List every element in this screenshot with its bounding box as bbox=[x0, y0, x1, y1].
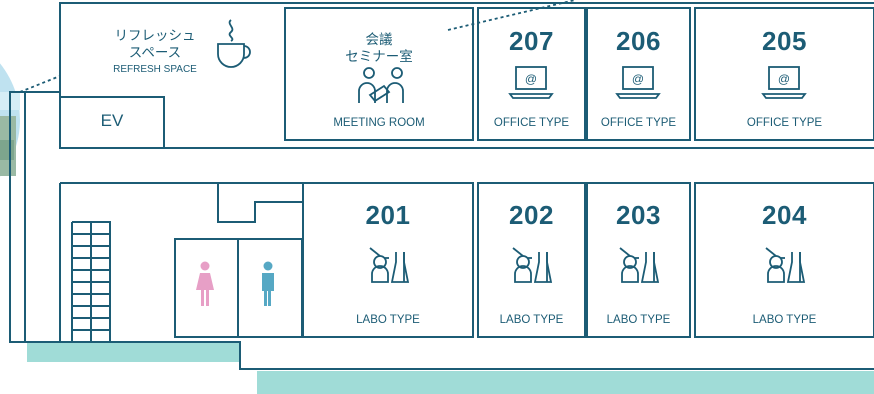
female-restroom-icon bbox=[196, 261, 214, 306]
scientist-lab-icon bbox=[512, 247, 553, 283]
office-207 bbox=[477, 7, 586, 141]
ev-label: EV bbox=[100, 111, 124, 130]
lab-201-number: 201 bbox=[365, 200, 411, 230]
lab-icon-stroke bbox=[786, 252, 806, 283]
lab-icon-stroke bbox=[514, 265, 532, 283]
office-206 bbox=[586, 7, 691, 141]
meeting-jp-line1: 会議 bbox=[365, 32, 393, 47]
lab-204-type: LABO TYPE bbox=[752, 314, 817, 326]
meeting-people-icon bbox=[358, 67, 404, 103]
scientist-lab-icon bbox=[765, 247, 806, 283]
refresh-space-jp-line2: スペース bbox=[128, 45, 182, 60]
scientist-lab-icon bbox=[619, 247, 660, 283]
photo-pointer-left bbox=[19, 75, 61, 93]
refresh-space-en: REFRESH SPACE bbox=[113, 64, 197, 75]
shadow-band-left bbox=[27, 343, 240, 362]
meeting-room-en: MEETING ROOM bbox=[333, 117, 425, 129]
corridor-south-wall bbox=[60, 182, 304, 223]
lab-icon-stroke bbox=[765, 247, 777, 257]
office-206-number: 206 bbox=[616, 26, 661, 56]
lab-icon-stroke bbox=[767, 265, 785, 283]
lab-icon-stroke bbox=[512, 247, 524, 257]
laptop-icon: @ bbox=[508, 66, 554, 99]
staircase bbox=[71, 221, 111, 342]
lab-icon-stroke bbox=[640, 252, 660, 283]
office-207-number: 207 bbox=[509, 26, 554, 56]
lab-203-number: 203 bbox=[616, 200, 661, 230]
office-205-type: OFFICE TYPE bbox=[746, 117, 823, 129]
lab-203-type: LABO TYPE bbox=[606, 314, 671, 326]
meeting-room-title: 会議 セミナー室 bbox=[329, 31, 429, 65]
laptop-icon: @ bbox=[615, 66, 661, 99]
lab-icon-stroke bbox=[533, 252, 553, 283]
lab-icon-stroke bbox=[371, 265, 389, 283]
lab-202-number: 202 bbox=[509, 200, 554, 230]
lab-204-number: 204 bbox=[762, 200, 807, 230]
lab-icon-stroke bbox=[621, 265, 639, 283]
office-206-type: OFFICE TYPE bbox=[600, 117, 677, 129]
svg-text:@: @ bbox=[632, 72, 644, 86]
meeting-room bbox=[284, 7, 474, 141]
lab-icon-stroke bbox=[369, 247, 381, 257]
laptop-icon: @ bbox=[761, 66, 807, 99]
stair-shaft bbox=[24, 92, 61, 342]
lab-icon-stroke bbox=[390, 252, 410, 283]
office-205 bbox=[694, 7, 874, 141]
lab-icon-stroke bbox=[619, 247, 631, 257]
meeting-jp-line2: セミナー室 bbox=[345, 49, 413, 64]
male-restroom-icon bbox=[262, 261, 274, 306]
lab-203 bbox=[586, 182, 691, 338]
scientist-lab-icon bbox=[369, 247, 410, 283]
lab-202-type: LABO TYPE bbox=[499, 314, 564, 326]
svg-text:@: @ bbox=[778, 72, 790, 86]
building-outline bbox=[9, 2, 874, 370]
svg-text:@: @ bbox=[525, 72, 537, 86]
office-205-number: 205 bbox=[762, 26, 807, 56]
lab-204 bbox=[694, 182, 874, 338]
lab-201 bbox=[302, 182, 474, 338]
refresh-space-jp-line1: リフレッシュ bbox=[114, 28, 196, 43]
refresh-space-title: リフレッシュ スペース bbox=[100, 27, 210, 61]
shadow-band-right bbox=[257, 371, 874, 394]
lab-202 bbox=[477, 182, 586, 338]
photo-pointer-right bbox=[447, 0, 576, 31]
office-207-type: OFFICE TYPE bbox=[493, 117, 570, 129]
elevator bbox=[59, 96, 165, 149]
coffee-cup-icon bbox=[217, 19, 251, 68]
lab-201-type: LABO TYPE bbox=[356, 314, 420, 326]
